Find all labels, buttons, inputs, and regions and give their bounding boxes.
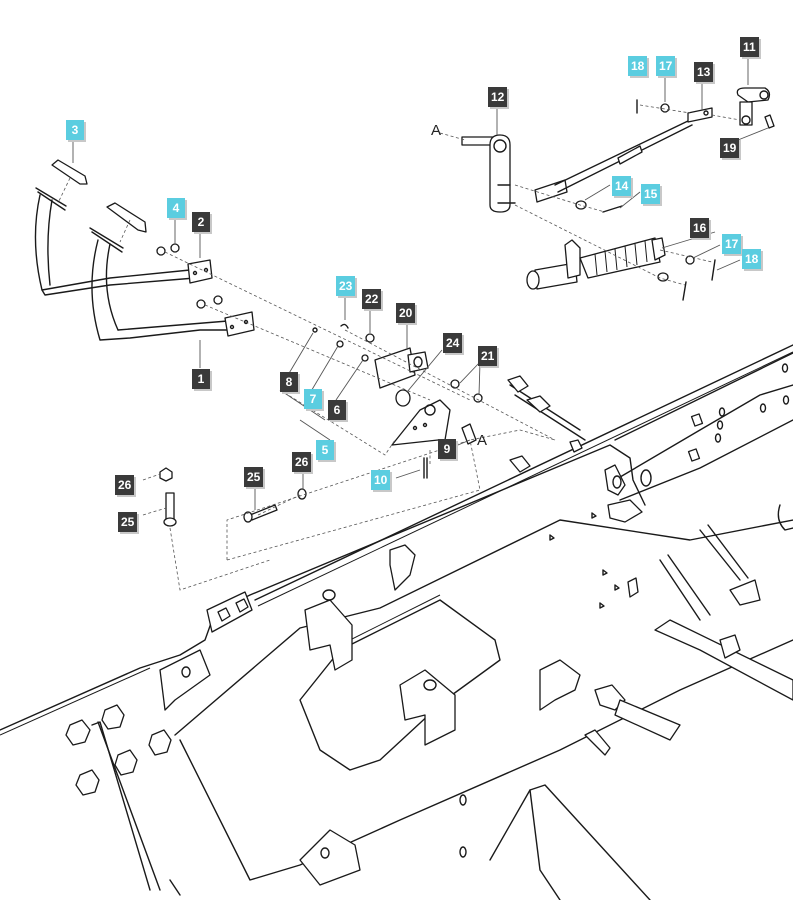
callout-22[interactable]: 22 [362,289,382,309]
callout-16[interactable]: 16 [690,218,710,238]
callout-leader-lines [72,55,769,510]
callout-25-left[interactable]: 25 [118,512,138,532]
callout-3[interactable]: 3 [66,120,84,140]
callout-2[interactable]: 2 [192,212,210,232]
callout-1[interactable]: 1 [192,369,210,389]
callout-15[interactable]: 15 [641,184,661,204]
callout-17-right[interactable]: 17 [722,234,742,254]
callout-18-right[interactable]: 18 [742,249,762,269]
callout-8[interactable]: 8 [280,372,298,392]
reference-marker-a-top: A [431,122,442,139]
callout-25-top[interactable]: 25 [244,467,264,487]
brake-pedal-assembly [34,159,255,341]
callout-12[interactable]: 12 [488,87,508,107]
callout-13[interactable]: 13 [694,62,714,82]
reference-marker-a-center: A [477,432,488,449]
callout-26-left[interactable]: 26 [115,475,135,495]
tractor-frame [0,344,793,900]
callout-7[interactable]: 7 [304,389,322,409]
callout-10[interactable]: 10 [371,470,391,490]
bolt-set [159,467,307,527]
callout-20[interactable]: 20 [396,303,416,323]
callout-21[interactable]: 21 [478,346,498,366]
assembly-guide-lines [57,104,741,591]
callout-14[interactable]: 14 [612,176,632,196]
callout-26-top[interactable]: 26 [292,452,312,472]
callout-6[interactable]: 6 [328,400,346,420]
callout-5[interactable]: 5 [316,440,334,460]
callout-11[interactable]: 11 [740,37,759,57]
brake-bracket-assembly [312,323,483,479]
callout-17-top[interactable]: 17 [656,56,676,76]
callout-23[interactable]: 23 [336,276,356,296]
callout-24[interactable]: 24 [443,333,463,353]
callout-9[interactable]: 9 [438,439,456,459]
callout-18-top[interactable]: 18 [628,56,648,76]
callout-19[interactable]: 19 [720,138,740,158]
callout-4[interactable]: 4 [167,198,185,218]
